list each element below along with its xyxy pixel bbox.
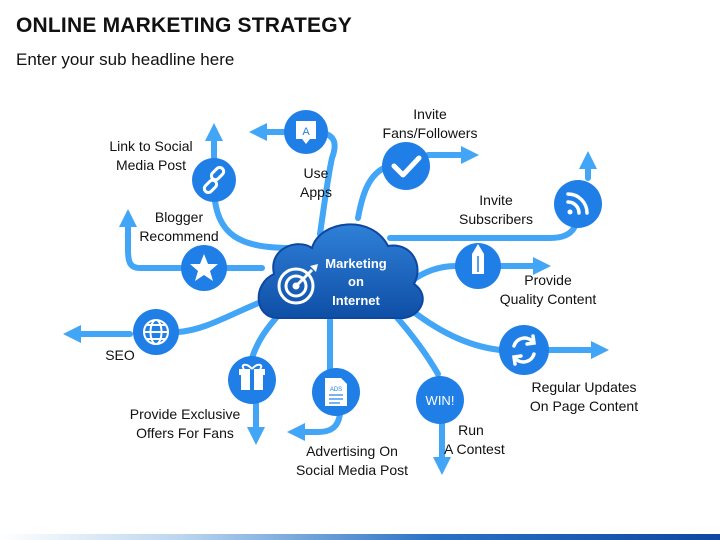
arrow-blogger: [119, 209, 183, 271]
node-link-social: [192, 158, 236, 202]
rss-icon: [566, 192, 589, 215]
svg-text:ADS: ADS: [330, 387, 342, 393]
label-seo: SEO: [105, 347, 135, 363]
chain-link-icon: [202, 166, 226, 194]
node-invite-fans: [382, 142, 430, 190]
footer-gradient-bar: [0, 534, 720, 540]
page-subtitle: Enter your sub headline here: [16, 50, 235, 69]
node-exclusive-offers: [228, 356, 276, 404]
node-blogger: [181, 245, 227, 291]
globe-icon: [143, 319, 169, 345]
node-advertising: ADS: [312, 368, 360, 416]
gift-icon: [239, 363, 265, 390]
ads-document-icon: ADS: [325, 378, 347, 406]
node-contest: WIN!: [416, 376, 464, 424]
connector-exclusive-offers: [249, 315, 279, 361]
connector-use-apps: [315, 129, 338, 237]
node-invite-subscribers: [554, 180, 602, 228]
target-icon: [277, 264, 318, 305]
win-icon: WIN!: [426, 393, 455, 408]
center-label-line-1: Marketing: [325, 256, 386, 271]
checkmark-icon: [391, 155, 422, 178]
node-quality-content: [455, 243, 501, 289]
center-cloud: Marketing on Internet: [257, 223, 424, 320]
svg-text:A: A: [302, 126, 310, 138]
node-regular-updates: [499, 325, 549, 375]
node-use-apps: A: [284, 110, 328, 154]
center-label-line-2: on: [348, 274, 364, 289]
star-icon: [190, 254, 218, 281]
refresh-icon: [512, 334, 536, 366]
connector-link-social: [211, 187, 295, 251]
node-seo: [133, 309, 179, 355]
page-title: ONLINE MARKETING STRATEGY: [16, 14, 352, 37]
app-icon: A: [296, 121, 316, 144]
pencil-icon: [472, 244, 484, 274]
center-label-line-3: Internet: [332, 293, 380, 308]
connector-seo: [175, 297, 269, 335]
arrow-advertising: [287, 411, 343, 441]
connector-invite-fans: [355, 165, 387, 221]
